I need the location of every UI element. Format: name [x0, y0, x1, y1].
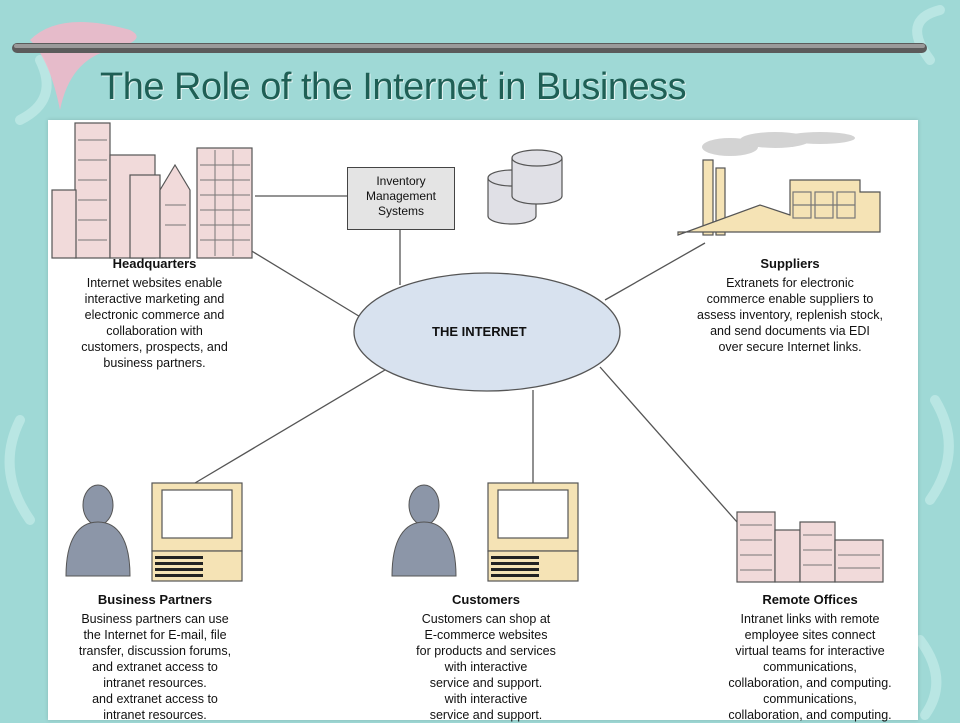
- suppliers-factory-icon: [677, 159, 881, 236]
- suppliers-text-4: and send documents via EDI: [710, 324, 870, 338]
- customer-computer-icon: [487, 482, 579, 582]
- business-partners-text-1: Business partners can use: [81, 612, 229, 626]
- remote-offices-text-4: communications,: [763, 660, 857, 674]
- suppliers-heading: Suppliers: [760, 256, 820, 271]
- headquarters-text-6: business partners.: [103, 356, 206, 370]
- remote-offices-text-1: Intranet links with remote: [740, 612, 880, 626]
- connector-lines: [194, 195, 738, 523]
- business-partners-heading: Business Partners: [97, 592, 213, 607]
- customers-label: Customers Customers can shop at E-commer…: [386, 592, 586, 723]
- customers-text-1: Customers can shop at: [421, 612, 551, 626]
- headquarters-icon: [51, 122, 253, 259]
- headquarters-text-5: customers, prospects, and: [81, 340, 228, 354]
- remote-offices-text-2: employee sites connect: [744, 628, 876, 642]
- headquarters-text-4: collaboration with: [106, 324, 203, 338]
- business-partners-text-6: and extranet access to: [92, 692, 218, 706]
- internet-hub: [353, 272, 621, 392]
- headquarters-text-1: Internet websites enable: [86, 276, 223, 290]
- smoke-icon: [702, 132, 855, 156]
- remote-offices-text-3: virtual teams for interactive: [735, 644, 885, 658]
- business-partners-text-3: transfer, discussion forums,: [78, 644, 232, 658]
- business-partners-text-7: intranet resources.: [103, 708, 207, 722]
- remote-offices-text-7: collaboration, and computing.: [728, 708, 892, 722]
- business-partners-text-5: intranet resources.: [103, 676, 207, 690]
- remote-offices-icon: [736, 511, 884, 583]
- customers-text-4: with interactive: [444, 660, 528, 674]
- remote-offices-text-6: communications,: [763, 692, 857, 706]
- headquarters-heading: Headquarters: [112, 256, 197, 271]
- inventory-line-3: Systems: [377, 204, 424, 218]
- remote-offices-label: Remote Offices Intranet links with remot…: [700, 592, 920, 723]
- business-partners-text-4: and extranet access to: [92, 660, 218, 674]
- inventory-line-2: Management: [365, 189, 437, 203]
- customers-heading: Customers: [452, 592, 520, 607]
- customers-text-2: E-commerce websites: [424, 628, 548, 642]
- customers-text-3: for products and services: [416, 644, 556, 658]
- suppliers-label: Suppliers Extranets for electronic comme…: [670, 256, 910, 355]
- suppliers-text-2: commerce enable suppliers to: [706, 292, 874, 306]
- headquarters-text-2: interactive marketing and: [84, 292, 225, 306]
- suppliers-text-5: over secure Internet links.: [718, 340, 862, 354]
- suppliers-text-3: assess inventory, replenish stock,: [697, 308, 883, 322]
- remote-offices-text-5: collaboration, and computing.: [728, 676, 892, 690]
- customer-person-icon: [391, 484, 457, 577]
- business-partners-label: Business Partners Business partners can …: [50, 592, 260, 723]
- slide-title: The Role of the Internet in Business: [100, 66, 687, 108]
- business-partner-computer-icon: [151, 482, 243, 582]
- business-partner-person-icon: [65, 484, 131, 577]
- customers-text-6: with interactive: [444, 692, 528, 706]
- business-partners-text-2: the Internet for E-mail, file: [83, 628, 227, 642]
- customers-text-5: service and support.: [429, 676, 543, 690]
- suppliers-text-1: Extranets for electronic: [726, 276, 854, 290]
- database-icon: [487, 149, 563, 225]
- inventory-management-box: Inventory Management Systems: [347, 167, 455, 230]
- remote-offices-heading: Remote Offices: [762, 592, 858, 607]
- internet-hub-label: THE INTERNET: [432, 324, 527, 339]
- headquarters-label: Headquarters Internet websites enable in…: [52, 256, 257, 371]
- inventory-line-1: Inventory: [376, 174, 426, 188]
- headquarters-text-3: electronic commerce and: [84, 308, 225, 322]
- customers-text-7: service and support.: [429, 708, 543, 722]
